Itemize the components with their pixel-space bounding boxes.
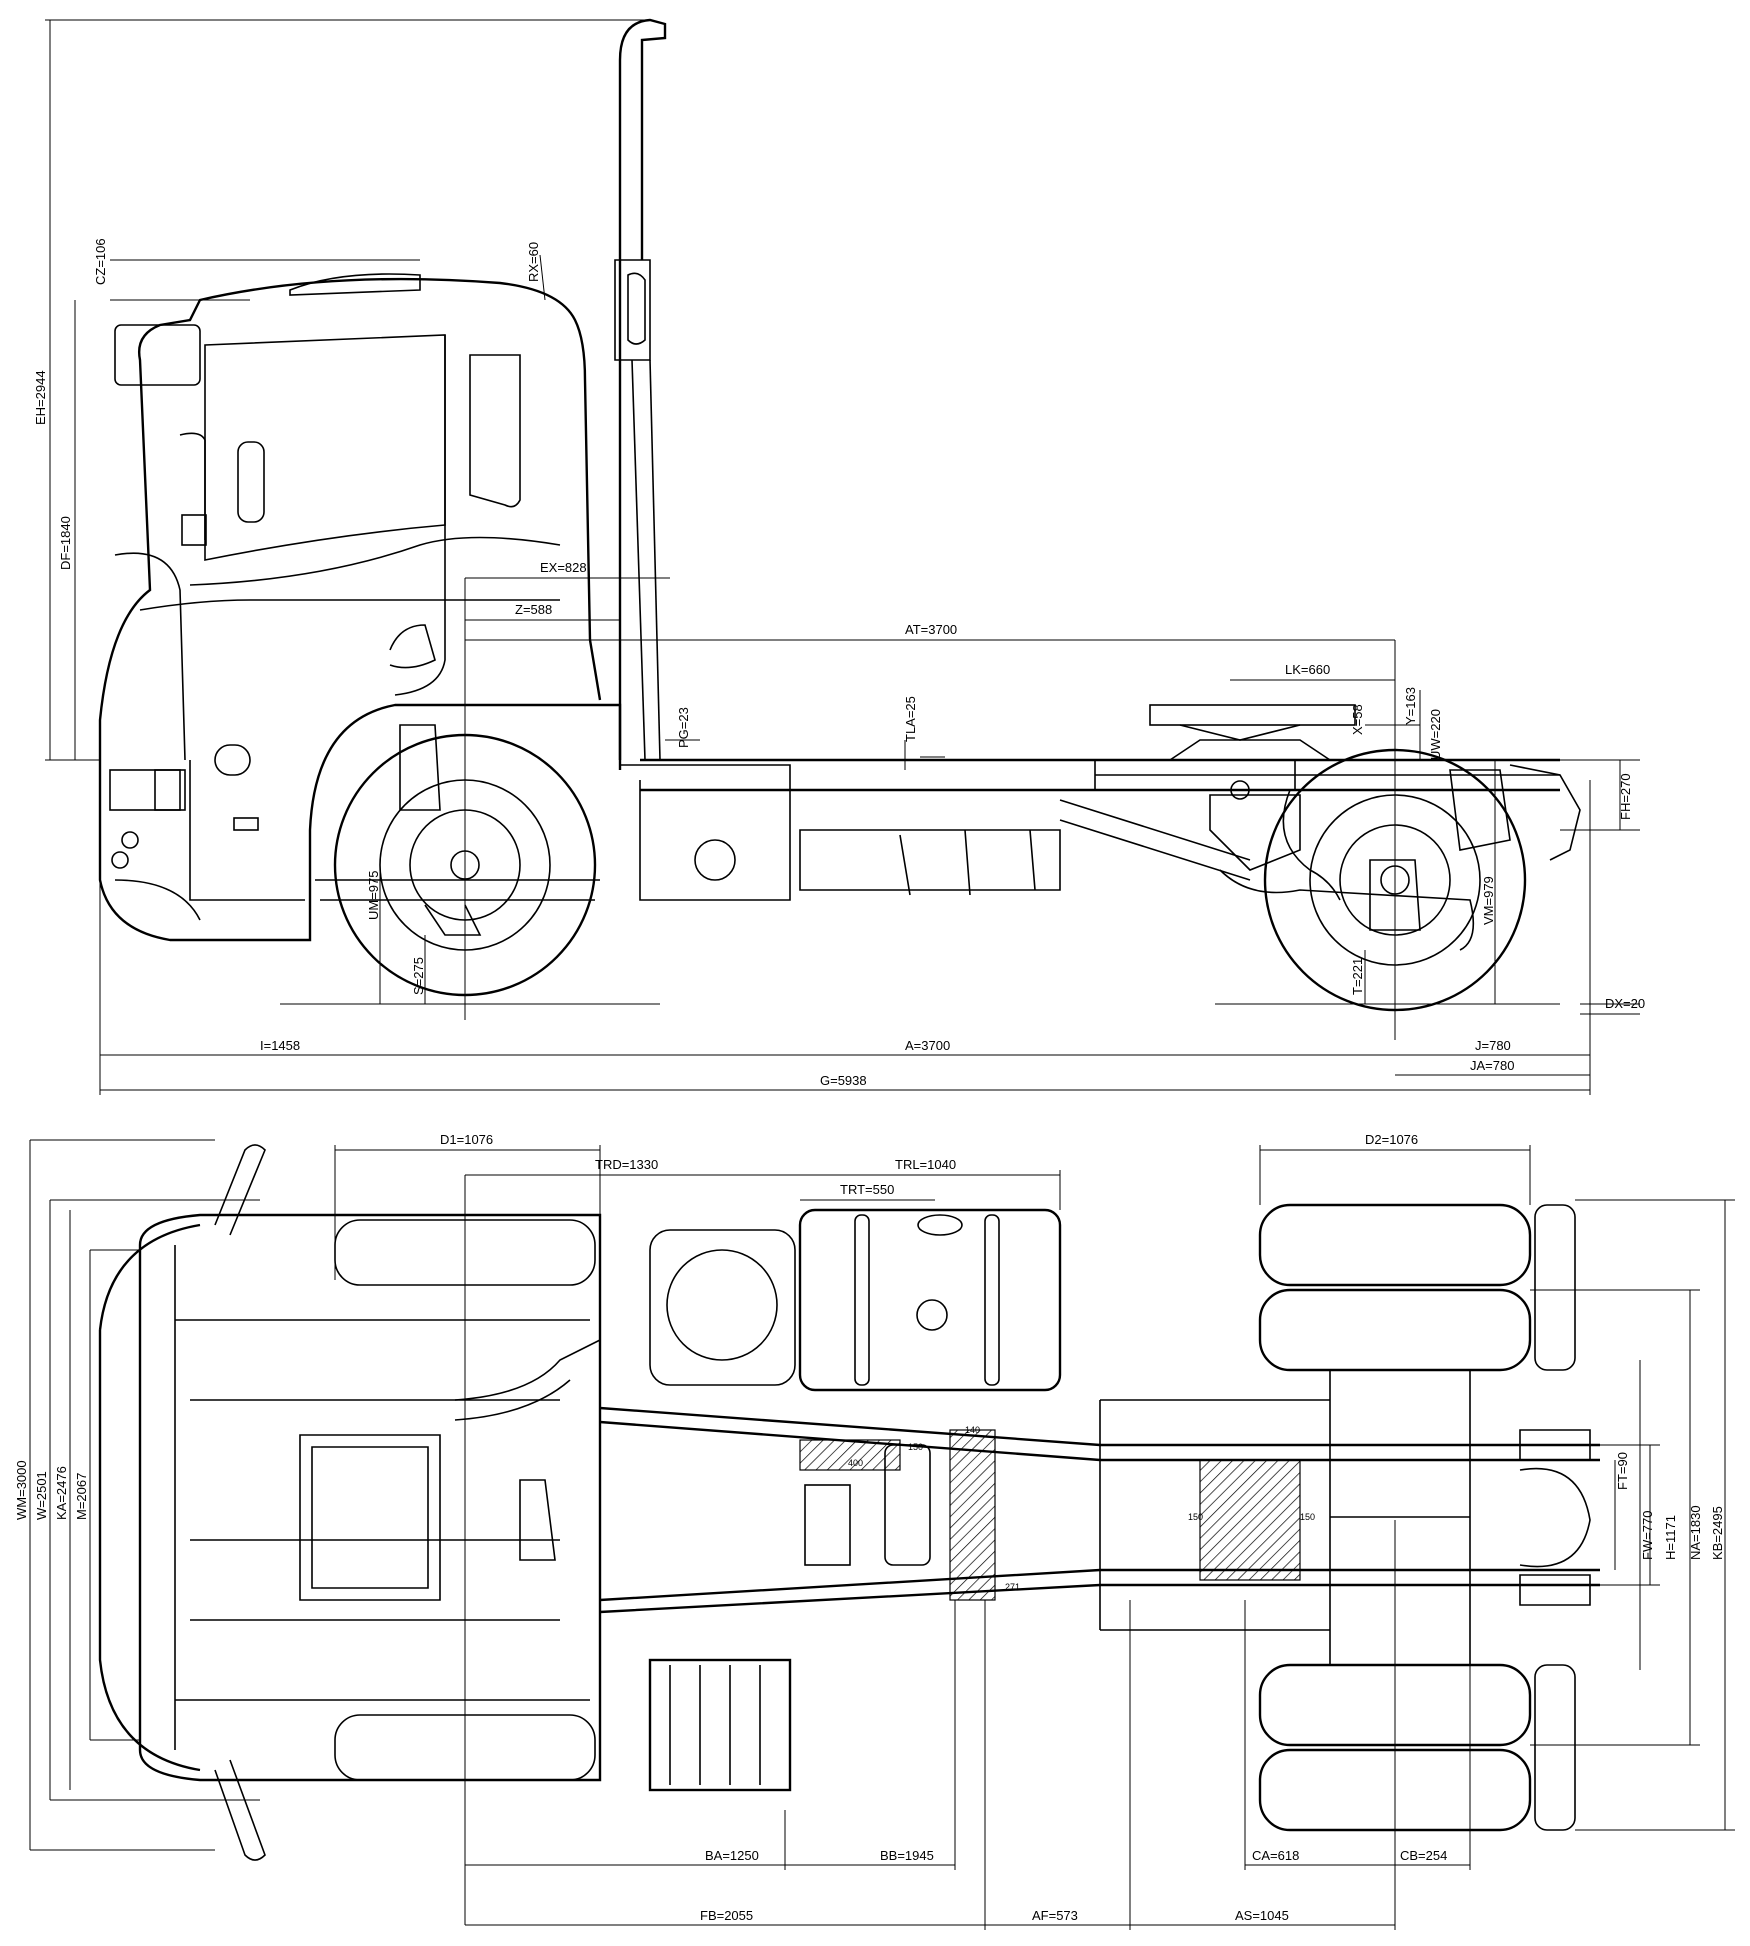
fuel-tank-top (798, 1208, 1062, 1392)
label-271: 271 (1005, 1582, 1020, 1592)
dim-y: Y=163 (1403, 687, 1418, 725)
side-dimensions: EH=2944 CZ=106 DF=1840 RX=60 EX=828 Z=58… (33, 19, 1645, 1095)
side-view: EH=2944 CZ=106 DF=1840 RX=60 EX=828 Z=58… (33, 18, 1645, 1095)
dim-ca: CA=618 (1252, 1848, 1299, 1863)
top-dimensions: D1=1076 TRD=1330 TRL=1040 TRT=550 D2=107… (14, 1132, 1735, 1930)
dim-dx: DX=20 (1605, 996, 1645, 1011)
label-150b: 150 (1188, 1512, 1203, 1522)
muffler-top (649, 1229, 796, 1386)
dim-d1: D1=1076 (440, 1132, 493, 1147)
dim-um: UM=975 (366, 871, 381, 921)
fifth-wheel-side (1149, 704, 1356, 761)
dim-pg: PG=23 (676, 707, 691, 748)
dim-x: X=58 (1350, 704, 1365, 735)
dim-as: AS=1045 (1235, 1908, 1289, 1923)
dim-lk: LK=660 (1285, 662, 1330, 677)
dim-ft: FT=90 (1615, 1452, 1630, 1490)
cab-top (98, 1144, 602, 1861)
cab-side (98, 273, 622, 942)
dim-w: W=2501 (34, 1471, 49, 1520)
dim-m: M=2067 (74, 1473, 89, 1520)
dim-bb: BB=1945 (880, 1848, 934, 1863)
dim-trt: TRT=550 (840, 1182, 894, 1197)
dim-cb: CB=254 (1400, 1848, 1447, 1863)
dim-z: Z=588 (515, 602, 552, 617)
dim-at: AT=3700 (905, 622, 957, 637)
dim-i: I=1458 (260, 1038, 300, 1053)
dim-vm: VM=979 (1481, 876, 1496, 925)
label-150a: 150 (908, 1442, 923, 1452)
rear-wheels-top (1258, 1203, 1591, 1832)
dim-ja: JA=780 (1470, 1058, 1514, 1073)
dim-af: AF=573 (1032, 1908, 1078, 1923)
dim-ex: EX=828 (540, 560, 587, 575)
dim-j: J=780 (1475, 1038, 1511, 1053)
dim-kb: KB=2495 (1710, 1506, 1725, 1560)
dim-cz: CZ=106 (93, 238, 108, 285)
dim-fh: FH=270 (1618, 773, 1633, 820)
dim-trd: TRD=1330 (595, 1157, 658, 1172)
dim-g: G=5938 (820, 1073, 867, 1088)
label-150c: 150 (1300, 1512, 1315, 1522)
hatched-area (799, 1429, 1301, 1601)
top-view: D1=1076 TRD=1330 TRL=1040 TRT=550 D2=107… (14, 1132, 1735, 1930)
label-140: 140 (965, 1425, 980, 1435)
chassis-frame-side (620, 758, 1581, 901)
dim-na: NA=1830 (1688, 1505, 1703, 1560)
label-400: 400 (848, 1458, 863, 1468)
battery-box-top (648, 1658, 792, 1792)
dim-trl: TRL=1040 (895, 1157, 956, 1172)
front-wheel-side (315, 724, 600, 997)
dim-wm: WM=3000 (14, 1460, 29, 1520)
exhaust-stack-side (614, 18, 667, 770)
dim-eh: EH=2944 (33, 370, 48, 425)
dim-ba: BA=1250 (705, 1848, 759, 1863)
dim-h: H=1171 (1663, 1515, 1678, 1560)
dim-d2: D2=1076 (1365, 1132, 1418, 1147)
dim-rx: RX=60 (526, 242, 541, 282)
dim-uw: UW=220 (1428, 709, 1443, 760)
dim-a: A=3700 (905, 1038, 950, 1053)
dim-fb: FB=2055 (700, 1908, 753, 1923)
dim-t: T=221 (1350, 958, 1365, 995)
dim-df: DF=1840 (58, 516, 73, 570)
frame-rails-top (599, 1399, 1600, 1631)
dim-fw: FW=770 (1640, 1511, 1655, 1561)
dim-s: S=275 (411, 957, 426, 995)
dim-tla: TLA=25 (903, 696, 918, 742)
dim-ka: KA=2476 (54, 1466, 69, 1520)
